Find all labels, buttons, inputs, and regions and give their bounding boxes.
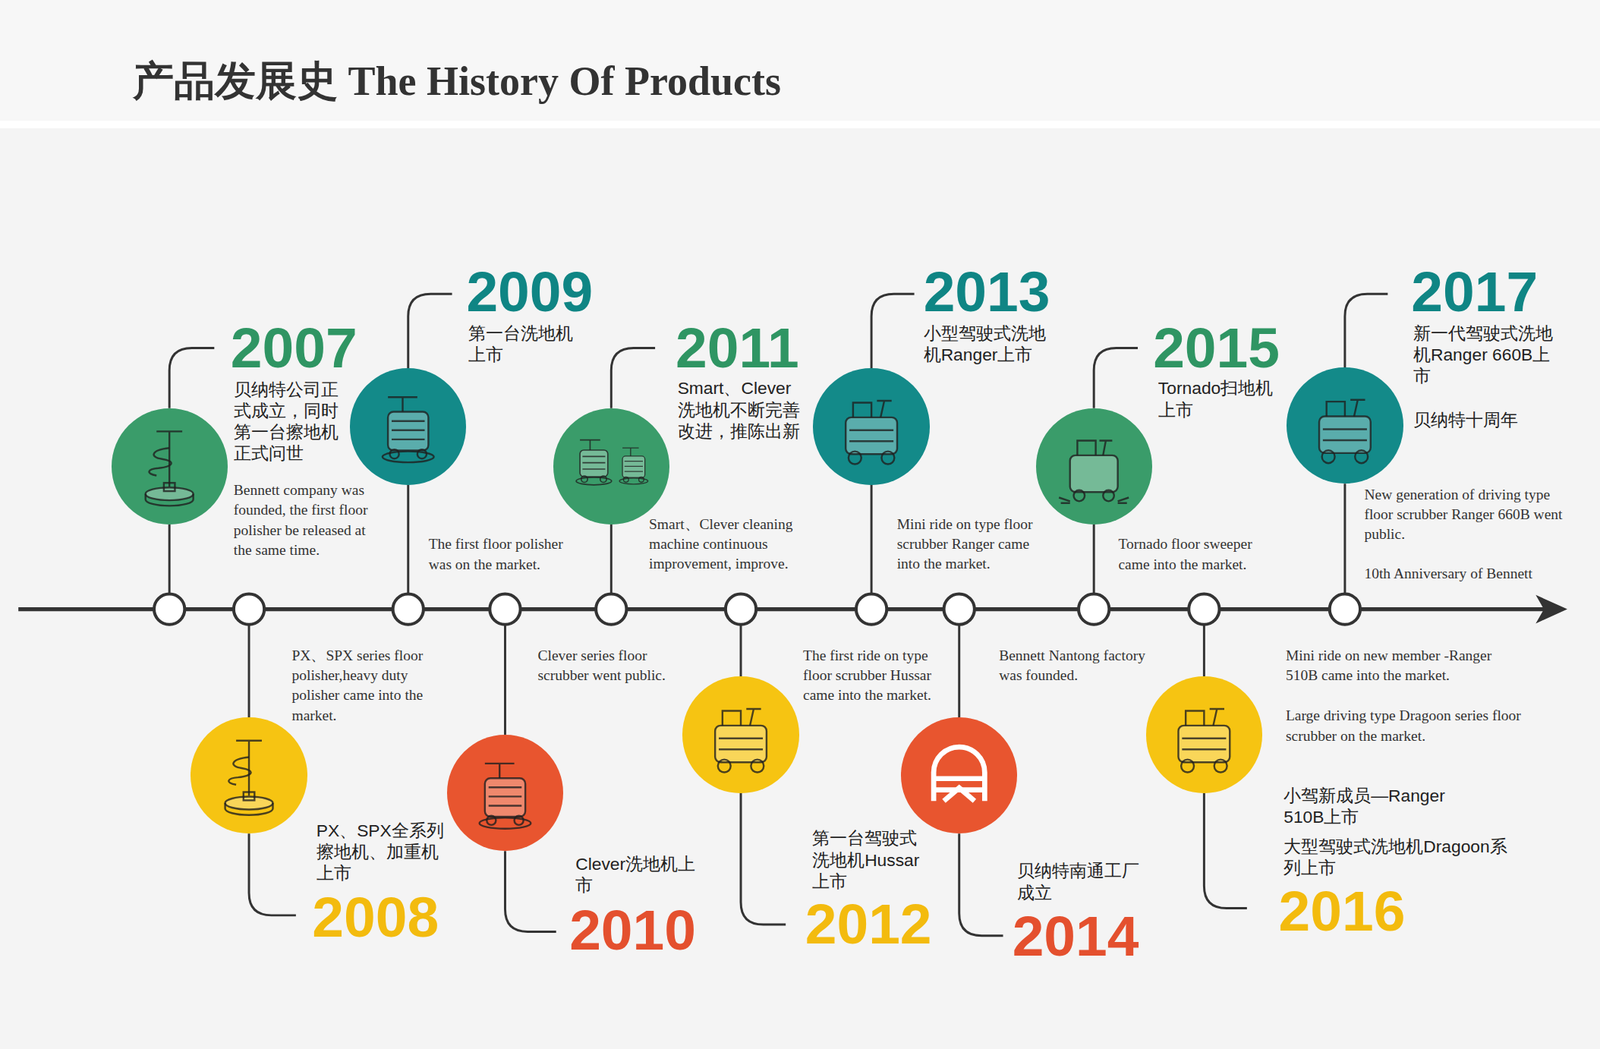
timeline-circle: 2011Smart、Clever洗地机不断完善改进，推陈出新Smart、Clev… <box>553 408 670 525</box>
leader-lines <box>169 293 1388 936</box>
axis-marker <box>595 593 627 624</box>
english-description: Clever series floor scrubber went public… <box>537 645 691 686</box>
axis-marker <box>944 593 975 624</box>
chinese-description: 小驾新成员—Ranger 510B上市 <box>1283 784 1488 828</box>
year-label: 2007 <box>230 319 358 377</box>
english-description: Bennett Nantong factory was founded. <box>998 645 1168 686</box>
stem-line <box>1343 483 1346 594</box>
polisher-drawing <box>145 431 194 506</box>
ride-on-drawing <box>714 708 767 772</box>
axis-arrowhead <box>1535 595 1568 624</box>
factory-logo <box>933 746 985 801</box>
chinese-description: Smart、Clever洗地机不断完善改进，推陈出新 <box>677 377 803 442</box>
axis-marker <box>856 593 887 624</box>
chinese-description: 贝纳特十周年 <box>1413 409 1556 431</box>
drawing-part <box>944 787 975 801</box>
leader-line <box>169 347 215 408</box>
year-label: 2017 <box>1411 263 1538 321</box>
chinese-description: 新一代驾驶式洗地机Ranger 660B上市 <box>1413 322 1556 388</box>
axis-marker <box>725 593 756 624</box>
stem-line <box>248 624 251 718</box>
timeline-circle: Bennett Nantong factory was founded.贝纳特南… <box>900 717 1018 834</box>
english-description: Bennett company was founded, the first f… <box>233 480 372 561</box>
leader-line <box>504 850 556 932</box>
chinese-description: 贝纳特公司正式成立，同时第一台擦地机正式问世 <box>233 378 341 465</box>
chinese-description: 第一台驾驶式洗地机Hussar上市 <box>812 827 923 892</box>
stem-line <box>610 524 613 594</box>
axis-marker <box>393 593 424 624</box>
stem-line <box>406 485 410 595</box>
polisher-drawing <box>225 740 274 816</box>
stem-line <box>870 485 873 595</box>
english-description: Smart、Clever cleaning machine continuous… <box>648 514 818 575</box>
axis-marker <box>489 593 520 624</box>
chinese-description: 第一台洗地机上市 <box>468 322 576 366</box>
chinese-description: 贝纳特南通工厂成立 <box>1017 859 1142 903</box>
chinese-description: Tornado扫地机上市 <box>1158 377 1281 420</box>
english-description: Large driving type Dragoon series floor … <box>1285 705 1547 746</box>
english-description: Tornado floor sweeper came into the mark… <box>1118 534 1273 574</box>
scrubber-drawing <box>479 763 532 829</box>
stem-line <box>740 624 743 678</box>
stem-line <box>1203 624 1206 678</box>
stem-line <box>957 624 961 718</box>
ride-on-drawing <box>845 400 898 464</box>
scrubber-drawing <box>619 447 649 485</box>
stem-line <box>503 624 507 735</box>
axis-marker <box>1329 593 1361 624</box>
year-label: 2008 <box>311 888 439 946</box>
chinese-description: PX、SPX全系列擦地机、加重机上市 <box>316 819 445 885</box>
leader-line <box>408 293 453 369</box>
year-label: 2010 <box>569 901 697 959</box>
year-label: 2014 <box>1012 907 1140 965</box>
year-label: 2015 <box>1152 319 1280 377</box>
axis-marker <box>154 593 185 624</box>
year-label: 2016 <box>1278 882 1406 940</box>
scrubber-drawing <box>382 396 435 463</box>
english-description: 10th Anniversary of Bennett <box>1363 563 1574 584</box>
page-title: 产品发展史 The History Of Products <box>132 59 782 104</box>
stem-line <box>168 524 171 594</box>
chinese-description: Clever洗地机上市 <box>575 853 697 896</box>
leader-line <box>1344 293 1388 368</box>
year-label: 2011 <box>675 319 800 377</box>
english-description: The first ride on type floor scrubber Hu… <box>803 645 946 706</box>
english-description: The first floor polisher was on the mark… <box>428 534 583 574</box>
chinese-description: 大型驾驶式洗地机Dragoon系列上市 <box>1283 835 1513 879</box>
leader-line <box>1093 347 1138 408</box>
year-label: 2012 <box>805 895 933 953</box>
axis-markers <box>154 593 1361 624</box>
leader-line <box>959 833 1004 936</box>
axis-marker <box>233 593 265 624</box>
header-stripe <box>0 120 1600 129</box>
chinese-description: 小型驾驶式洗地机Ranger上市 <box>923 322 1049 366</box>
english-description: Mini ride on new member -Ranger 510B cam… <box>1285 645 1526 686</box>
leader-line <box>611 347 656 408</box>
scrubber-drawing <box>576 440 612 486</box>
axis-marker <box>1188 593 1219 624</box>
stem-line <box>1092 524 1096 594</box>
sweeper-drawing <box>1058 440 1129 503</box>
leader-line <box>1203 793 1247 909</box>
ride-on-drawing <box>1319 400 1371 463</box>
english-description: New generation of driving type floor scr… <box>1363 485 1574 545</box>
english-description: PX、SPX series floor polisher,heavy duty … <box>291 645 445 726</box>
leader-line <box>248 833 297 916</box>
drawing-part <box>933 746 985 801</box>
axis-marker <box>1078 593 1109 624</box>
ride-on-drawing <box>1177 708 1230 772</box>
english-description: Mini ride on type floor scrubber Ranger … <box>897 514 1052 575</box>
leader-line <box>871 293 914 369</box>
year-label: 2009 <box>466 263 593 321</box>
leader-line <box>740 793 786 925</box>
year-label: 2013 <box>923 263 1051 321</box>
